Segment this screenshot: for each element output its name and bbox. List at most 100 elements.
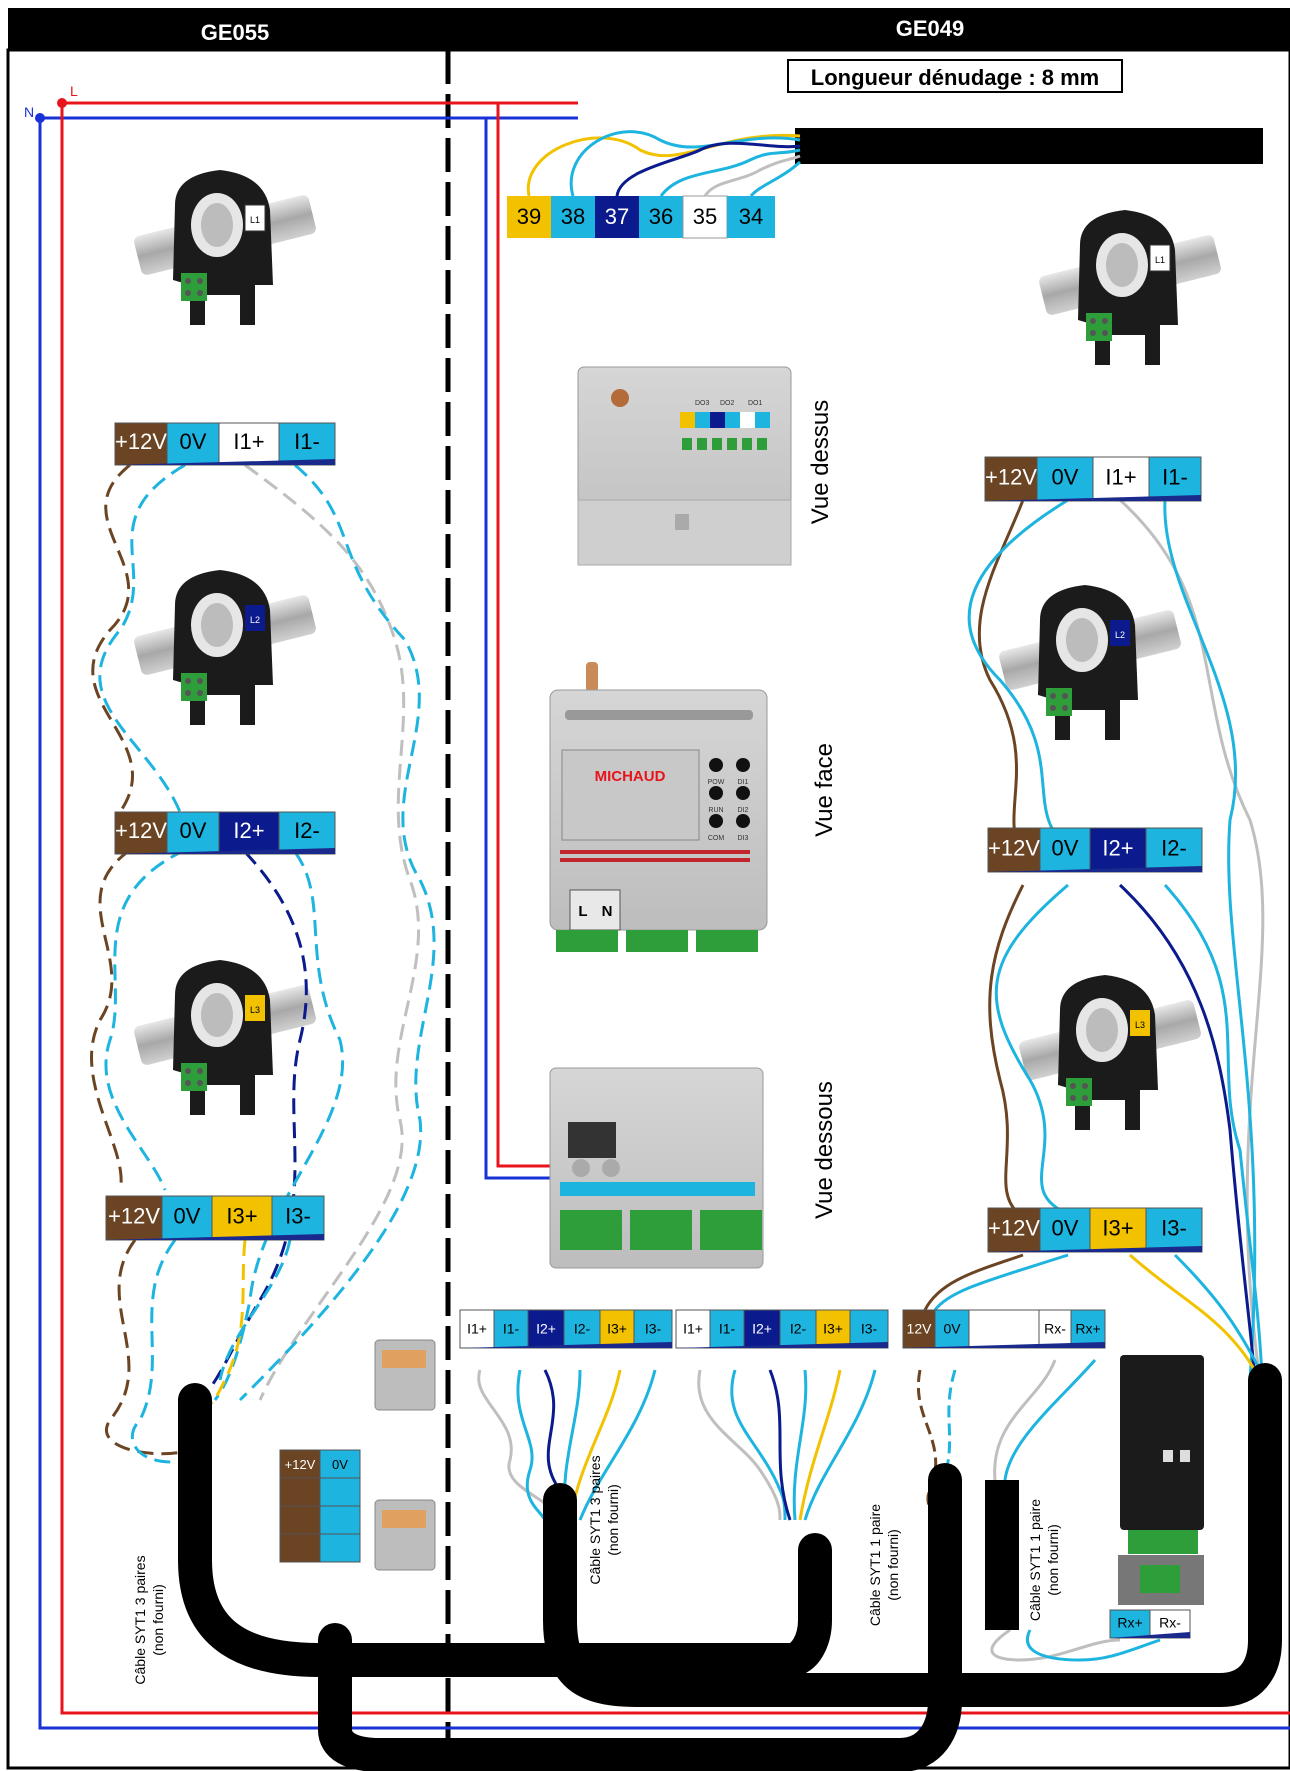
terminal-block-inputs-b-label-0: I1+ [683,1321,703,1337]
top-group-do1: DO1 [748,400,763,407]
tag-l3-left: L3 [250,1005,260,1015]
terminal-block-inputs-a-underline [460,1342,672,1348]
terminal-block-phase3-left-label-3: I3- [285,1203,311,1228]
cable-label-1p-b-2: (non fourni) [1045,1524,1061,1596]
terminal-block-inputs-b: I1+ I1- I2+ I2- I3+ I3- [675,1309,889,1349]
tag-l3-right: L3 [1135,1020,1145,1030]
view-front-label: Vue face [811,743,838,837]
view-top-label: Vue dessus [807,400,834,525]
current-sensor-l3-right: L3 [1017,975,1203,1130]
terminal-block-phase3-right-label-3: I3- [1161,1215,1187,1240]
left-twisted-wires [90,463,436,1464]
terminal-block-phase1-left-cell-0 [114,422,168,466]
splice-label-1: 0V [332,1457,348,1472]
left-zone-title: GE055 [201,20,270,45]
mains-l: L [578,903,587,920]
terminal-block-bus-cell-4 [1070,1309,1106,1349]
terminal-block-phase2-right-underline [988,866,1202,872]
terminal-block-inputs-b-label-1: I1- [719,1321,736,1337]
header: GE055 GE049 Longueur dénudage : 8 mm [8,8,1290,164]
terminal-block-rx: Rx+Rx- [1109,1609,1191,1639]
terminal-block-inputs-b-label-2: I2+ [752,1321,772,1337]
terminal-block-phase3-right-cell-0 [987,1207,1041,1253]
terminal-block-bus-label-3: Rx- [1044,1321,1066,1337]
terminal-block-phase2-left-cell-0 [114,811,168,855]
terminal-block-inputs-b-cell-0 [675,1309,711,1349]
terminal-block-rx-label-0: Rx+ [1117,1614,1142,1630]
tag-l2-right: L2 [1115,630,1125,640]
terminal-block-phase2-left-underline [115,848,335,854]
led-com: COM [708,835,725,842]
terminal-37: 37 [605,204,629,229]
terminal-block-phase3-left-label-0: +12V [108,1203,160,1228]
cable-label-3p-a-2: (non fourni) [150,1584,166,1656]
terminal-35: 35 [693,204,717,229]
view-labels: Vue dessus Vue face Vue dessous [807,400,838,1219]
led-pow: POW [708,779,725,786]
terminal-block-phase2-right-label-2: I2+ [1102,835,1133,860]
terminal-block-phase2-left-label-1: 0V [180,818,207,843]
splice-cell-2-0 [279,1505,321,1535]
terminal-36: 36 [649,204,673,229]
terminal-block-phase1-right-label-2: I1+ [1105,464,1136,489]
cable-label-3p-a-1: Câble SYT1 3 paires [132,1555,148,1684]
terminal-block-inputs-b-cell-5 [849,1309,889,1349]
terminal-block-inputs-a-label-2: I2+ [536,1321,556,1337]
terminal-block-phase3-left-cell-3 [271,1195,325,1241]
terminal-block-phase1-left-underline [115,459,335,465]
terminal-block-phase3-left-cell-2 [211,1195,273,1241]
terminal-block-inputs-b-label-3: I2- [790,1321,807,1337]
cable-sheath-top [795,128,1263,164]
terminal-block-bus-label-0: 12V [907,1321,933,1337]
terminal-block-bus-cell-2 [968,1309,1040,1349]
terminal-block-inputs-a: I1+I1-I2+I2-I3+I3- [459,1309,673,1349]
multi-pair-cables [178,1363,1282,1771]
terminal-block-phase2-left-cell-3 [278,811,336,855]
cable-label-3p-b-2: (non fourni) [605,1484,621,1556]
terminal-block-phase1-left-label-0: +12V [115,429,167,454]
terminal-block-inputs-a-label-0: I1+ [467,1321,487,1337]
terminal-block-phase3-left-underline [106,1234,324,1240]
terminal-block-phase1-left-label-3: I1- [294,429,320,454]
led-di3: DI3 [738,835,749,842]
terminal-block-phase3-right-label-1: 0V [1052,1215,1079,1240]
terminal-block-bus-cell-0 [902,1309,936,1349]
current-sensor-l2-left: L2 [132,570,318,725]
terminal-block-phase2-left-label-0: +12V [115,818,167,843]
terminal-block-phase1-right-underline [985,495,1201,501]
terminal-block-phase3-left: +12V 0V I3+ I3- [105,1195,325,1241]
terminal-block-phase2-right-label-1: 0V [1052,835,1079,860]
terminal-block-phase2-left-cell-2 [218,811,280,855]
terminal-block-phase3-right-underline [988,1246,1202,1252]
terminal-block-phase3-left-label-2: I3+ [226,1203,257,1228]
tag-l1-right: L1 [1155,255,1165,265]
terminal-block-inputs-b-cell-2 [743,1309,781,1349]
module-terminal-strip: 39 38 37 36 35 34 [507,195,775,239]
terminal-block-inputs-a-cell-1 [493,1309,529,1349]
terminal-block-bus-cell-1 [934,1309,970,1349]
strip-wires [526,130,802,198]
device-bottom-view [549,1067,764,1269]
terminal-block-inputs-b-label-4: I3+ [823,1321,843,1337]
terminal-block-phase2-right-label-3: I2- [1161,835,1187,860]
terminal-39: 39 [517,204,541,229]
terminal-block-phase3-left-label-1: 0V [174,1203,201,1228]
terminal-block-inputs-b-cell-1 [709,1309,745,1349]
device-front-view: MICHAUD POW DI1 RUN DI2 COM DI3 L N [549,662,768,952]
terminal-block-inputs-a-label-5: I3- [645,1321,662,1337]
terminal-block-phase1-right-label-1: 0V [1052,464,1079,489]
cable-labels: Câble SYT1 3 paires (non fourni) Câble S… [132,1455,1061,1684]
l-label: L [70,83,78,99]
terminal-block-phase2-right-cell-3 [1145,827,1203,873]
device-brand: MICHAUD [595,768,666,785]
terminal-block-phase2-right-cell-0 [987,827,1041,873]
terminal-block-inputs-b-cell-4 [815,1309,851,1349]
terminal-block-inputs-b-label-5: I3- [861,1321,878,1337]
terminal-block-inputs-b-cell-3 [779,1309,817,1349]
